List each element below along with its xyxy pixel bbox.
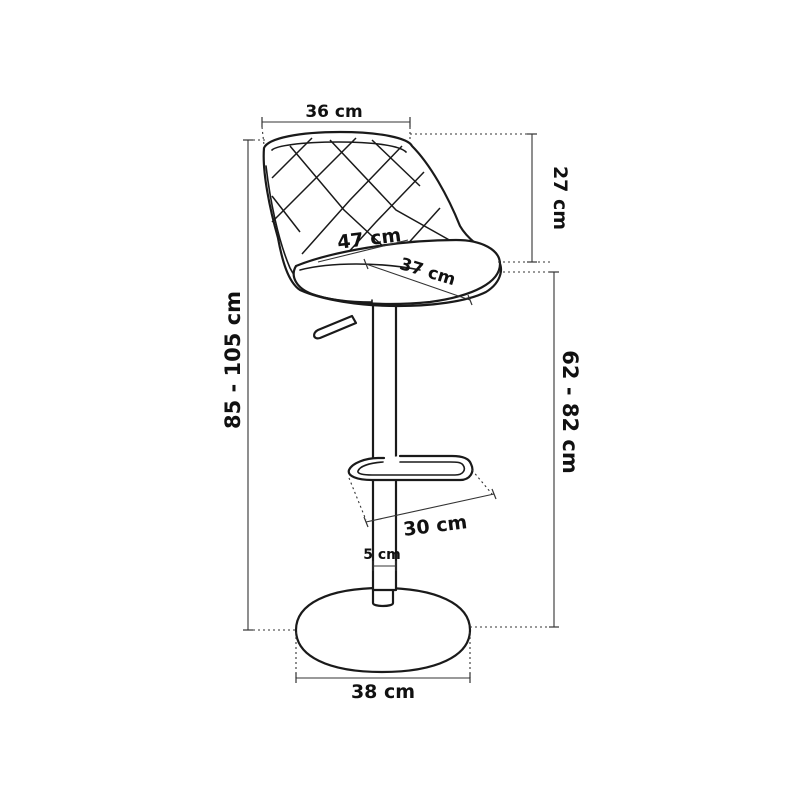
- footrest-ring-inner: [357, 461, 466, 476]
- label-seat-height: 62 - 82 cm: [558, 350, 582, 473]
- label-footrest-width: 30 cm: [402, 511, 468, 541]
- label-total-height: 85 - 105 cm: [221, 291, 245, 429]
- seat-underside: [311, 293, 373, 303]
- quilted-diamond-pattern: [271, 137, 461, 269]
- footrest-ring: [347, 454, 474, 482]
- label-base-diameter: 38 cm: [351, 681, 415, 703]
- height-adjust-lever: [313, 314, 358, 340]
- backrest-inner-rim: [271, 141, 407, 153]
- seat-cushion-seam: [299, 263, 421, 271]
- label-seat-width-top: 36 cm: [305, 102, 362, 122]
- dimension-lines: [243, 117, 559, 683]
- dimension-labels: 36 cm 27 cm 47 cm 37 cm 85 - 105 cm 62 -…: [221, 102, 582, 703]
- label-pole-diameter: 5 cm: [363, 547, 401, 563]
- bar-stool-illustration: [262, 130, 503, 674]
- base-disc: [294, 586, 472, 674]
- label-backrest-height: 27 cm: [549, 166, 571, 230]
- pole-collar: [371, 586, 395, 608]
